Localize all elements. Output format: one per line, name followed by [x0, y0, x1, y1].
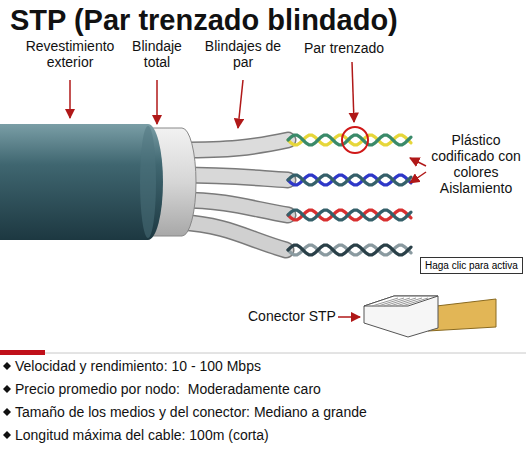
wire	[288, 245, 411, 255]
wire	[288, 175, 411, 185]
part-label: Blindaje total	[120, 38, 194, 70]
title: STP (Par trenzado blindado)	[10, 4, 398, 37]
divider	[45, 353, 526, 354]
pair-shields	[180, 140, 288, 250]
part-label: Plástico codificado con colores Aislamie…	[428, 132, 524, 196]
part-label: Par trenzado	[304, 40, 384, 56]
part-label: Revestimiento exterior	[18, 38, 122, 70]
leader-arrows	[70, 62, 426, 317]
tooltip-box: Haga clic para activa	[420, 257, 523, 274]
wire	[288, 245, 411, 255]
spec-line: Longitud máxima del cable: 100m (corta)	[15, 427, 269, 443]
jacket-end	[140, 126, 156, 238]
part-label: Conector STP	[248, 308, 336, 324]
twisted-pairs	[288, 135, 411, 255]
wire	[288, 210, 411, 220]
wire	[288, 135, 411, 145]
accent-bar	[0, 350, 45, 355]
tooltip-text: Haga clic para activa	[425, 260, 518, 271]
spec-line: Tamaño de los medios y del conector: Med…	[15, 404, 367, 420]
part-label: Blindajes de par	[200, 38, 286, 70]
outer-jacket	[0, 124, 163, 240]
bullets	[3, 362, 11, 439]
wire	[288, 135, 411, 145]
spec-line: Velocidad y rendimiento: 10 - 100 Mbps	[15, 358, 261, 374]
wire	[288, 210, 411, 220]
spec-line: Precio promedio por nodo: Moderadamente …	[15, 381, 321, 397]
stp-connector	[364, 296, 496, 337]
wire	[288, 175, 411, 185]
highlight-circle	[342, 127, 368, 153]
